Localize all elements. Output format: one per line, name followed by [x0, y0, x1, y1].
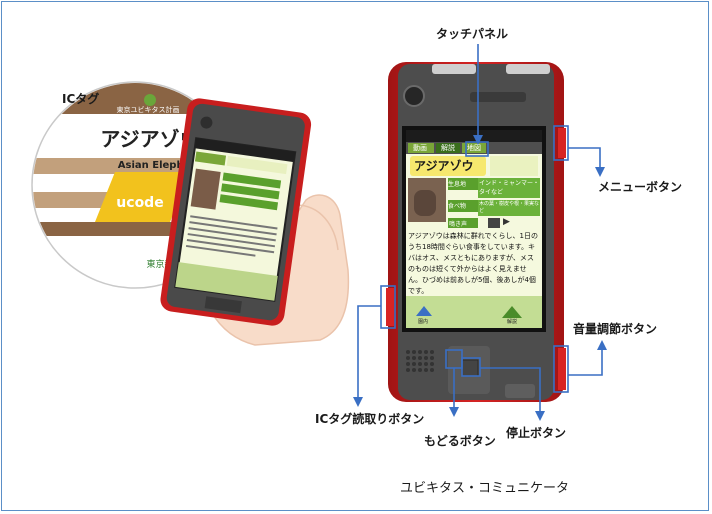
callout-ic-tag: ICタグ	[62, 92, 100, 106]
food-value: 木の葉・樹皮や根・果実など	[479, 201, 540, 214]
figure-caption: ユビキタス・コミュニケータ	[400, 481, 570, 496]
callout-ic-read-button: ICタグ読取りボタン	[315, 412, 425, 426]
screen-description: アジアゾウは森林に群れでくらし、1日のうち18時間ぐらい食事をしています。キバは…	[408, 232, 538, 295]
bottom-left-button[interactable]: 園内	[417, 319, 428, 325]
callout-volume-button: 音量調節ボタン	[573, 322, 658, 336]
habitat-label: 生息地	[448, 181, 467, 188]
sound-label: 鳴き声	[449, 221, 468, 228]
callout-touch-panel: タッチパネル	[436, 27, 509, 41]
callout-stop-button: 停止ボタン	[506, 426, 567, 440]
callout-menu-button: メニューボタン	[598, 180, 683, 194]
tab-map: 地図	[467, 144, 481, 152]
screen-animal-name: アジアゾウ	[414, 159, 474, 173]
disc-org-text: 東京ユビキタス計画	[117, 105, 180, 114]
handheld-device	[160, 98, 312, 326]
speaker-grille	[406, 350, 434, 372]
callout-back-button: もどるボタン	[424, 434, 496, 448]
bottom-right-button[interactable]: 解説	[506, 319, 517, 325]
main-device	[386, 62, 566, 402]
callout-arrows	[353, 44, 607, 421]
speaker-icon[interactable]: ▶	[503, 217, 510, 227]
disc-logo-text: ucode	[116, 195, 163, 211]
disc-subtitle-text: Asian Elephant	[118, 160, 203, 171]
tab-explain: 解説	[441, 144, 455, 152]
food-label: 食べ物	[448, 203, 467, 210]
habitat-value: インド・ミャンマー・タイなど	[479, 180, 540, 196]
tab-video: 動画	[413, 144, 427, 152]
